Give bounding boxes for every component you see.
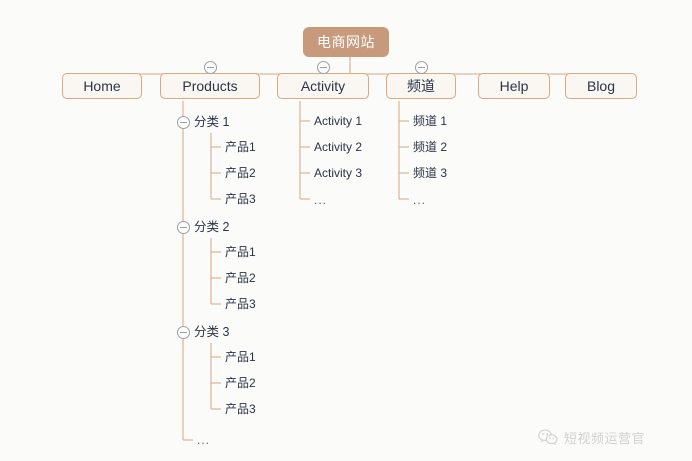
node-activity-3[interactable]: Activity 3 (314, 166, 363, 180)
node-products[interactable]: Products (160, 73, 260, 99)
collapse-toggle-category-3-icon[interactable] (177, 326, 190, 339)
node-activity[interactable]: Activity (277, 73, 369, 99)
node-product-2-1[interactable]: 产品1 (225, 245, 256, 259)
node-channel-2[interactable]: 频道 2 (413, 140, 448, 154)
wechat-icon (538, 429, 558, 446)
node-help[interactable]: Help (478, 73, 550, 99)
node-channel-3[interactable]: 频道 3 (413, 166, 448, 180)
node-activity-1[interactable]: Activity 1 (314, 114, 363, 128)
collapse-toggle-category-2-icon[interactable] (177, 221, 190, 234)
collapse-toggle-activity-icon[interactable] (317, 61, 330, 74)
collapse-toggle-channel-icon[interactable] (415, 61, 428, 74)
collapse-toggle-category-1-icon[interactable] (177, 116, 190, 129)
node-channel-ellipsis[interactable]: ... (413, 193, 427, 207)
node-product-1-2[interactable]: 产品2 (225, 166, 256, 180)
node-root[interactable]: 电商网站 (303, 27, 389, 57)
node-channel[interactable]: 频道 (386, 73, 456, 99)
watermark-text: 短视频运营官 (564, 431, 646, 446)
node-activity-2[interactable]: Activity 2 (314, 140, 363, 154)
node-category-1[interactable]: 分类 1 (194, 115, 230, 129)
node-product-1-3[interactable]: 产品3 (225, 192, 256, 206)
node-products-ellipsis[interactable]: ... (197, 433, 211, 447)
node-product-2-3[interactable]: 产品3 (225, 297, 256, 311)
node-product-3-2[interactable]: 产品2 (225, 376, 256, 390)
node-category-2[interactable]: 分类 2 (194, 220, 230, 234)
watermark: 短视频运营官 (538, 428, 645, 447)
node-activity-ellipsis[interactable]: ... (314, 193, 328, 207)
node-channel-1[interactable]: 频道 1 (413, 114, 448, 128)
node-category-3[interactable]: 分类 3 (194, 325, 230, 339)
node-product-1-1[interactable]: 产品1 (225, 140, 256, 154)
node-blog[interactable]: Blog (565, 73, 637, 99)
node-home[interactable]: Home (62, 73, 142, 99)
node-product-3-3[interactable]: 产品3 (225, 402, 256, 416)
node-product-3-1[interactable]: 产品1 (225, 350, 256, 364)
node-product-2-2[interactable]: 产品2 (225, 271, 256, 285)
collapse-toggle-products-icon[interactable] (204, 61, 217, 74)
